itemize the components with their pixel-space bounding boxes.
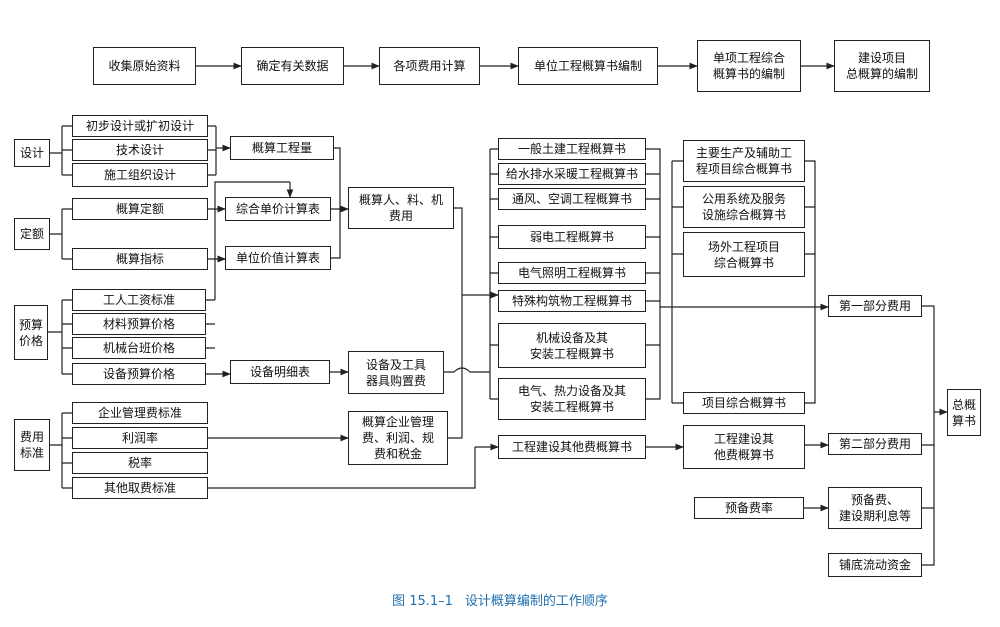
middle-engineering-quantity: 概算工程量	[230, 136, 334, 160]
group-design: 设计	[14, 139, 50, 167]
input-preliminary-design: 初步设计或扩初设计	[72, 115, 208, 137]
unit-book-lighting: 电气照明工程概算书	[498, 262, 646, 284]
comprehensive-public-system: 公用系统及服务 设施综合概算书	[683, 186, 805, 228]
other-fee-summary: 工程建设其 他费概算书	[683, 425, 805, 469]
middle-composite-unit-price: 综合单价计算表	[225, 197, 331, 221]
connector-line	[50, 125, 72, 176]
input-estimate-index: 概算指标	[72, 248, 208, 270]
top-step-determine-data: 确定有关数据	[241, 47, 344, 85]
working-capital: 铺底流动资金	[828, 553, 922, 577]
caption-title: 设计概算编制的工作顺序	[464, 594, 608, 609]
unit-book-electrical-thermal: 电气、热力设备及其 安装工程概算书	[498, 378, 646, 420]
top-step-total-budget: 建设项目 总概算的编制	[834, 40, 930, 92]
middle-equipment-purchase: 设备及工具 器具购置费	[348, 351, 444, 394]
unit-book-hvac: 通风、空调工程概算书	[498, 188, 646, 210]
connector-line	[50, 412, 72, 489]
part-two-cost: 第二部分费用	[828, 433, 922, 455]
input-material-price: 材料预算价格	[72, 313, 206, 335]
connector-line	[805, 160, 816, 404]
input-wage-standard: 工人工资标准	[72, 289, 206, 311]
top-step-single-budget: 单项工程综合 概算书的编制	[697, 40, 801, 92]
connector-line	[922, 305, 935, 566]
input-tax-rate: 税率	[72, 452, 208, 474]
input-construction-design: 施工组织设计	[72, 163, 208, 187]
unit-book-mechanical-equipment: 机械设备及其 安装工程概算书	[498, 323, 646, 368]
input-machine-price: 机械台班价格	[72, 337, 206, 359]
input-technical-design: 技术设计	[72, 139, 208, 161]
group-price: 预算 价格	[14, 305, 48, 360]
other-fee-book: 工程建设其他费概算书	[498, 435, 646, 459]
top-step-collect-data: 收集原始资料	[93, 47, 196, 85]
reserve-and-interest: 预备费、 建设期利息等	[828, 487, 922, 529]
connector-line	[208, 447, 476, 489]
unit-book-special-structure: 特殊构筑物工程概算书	[498, 290, 646, 312]
group-fee-standard: 费用 标准	[14, 419, 50, 471]
comprehensive-project: 项目综合概算书	[683, 392, 805, 414]
input-estimate-quota: 概算定额	[72, 198, 208, 220]
total-budget-book: 总概 算书	[947, 389, 981, 436]
connector-line	[922, 444, 934, 509]
connector-line	[444, 367, 490, 373]
connector-line	[448, 207, 463, 439]
input-other-fee: 其他取费标准	[72, 477, 208, 499]
caption-number: 图 15.1–1	[392, 594, 453, 609]
connector-line	[672, 160, 683, 404]
input-management-fee: 企业管理费标准	[72, 402, 208, 424]
group-quota: 定额	[14, 218, 50, 250]
connector-line	[646, 148, 661, 400]
connector-line	[805, 206, 815, 255]
connector-line	[206, 181, 290, 349]
comprehensive-offsite: 场外工程项目 综合概算书	[683, 232, 805, 277]
comprehensive-main-production: 主要生产及辅助工 程项目综合概算书	[683, 140, 805, 182]
connector-line	[646, 173, 660, 346]
unit-book-civil: 一般土建工程概算书	[498, 138, 646, 160]
connector-line	[208, 125, 217, 176]
part-one-cost: 第一部分费用	[828, 295, 922, 317]
connector-line	[48, 299, 72, 375]
unit-book-low-voltage: 弱电工程概算书	[498, 225, 646, 249]
middle-equipment-list: 设备明细表	[230, 360, 330, 384]
top-step-unit-budget: 单位工程概算书编制	[518, 47, 658, 85]
input-profit-rate: 利润率	[72, 427, 208, 449]
top-step-fee-calculation: 各项费用计算	[379, 47, 480, 85]
connector-line	[50, 208, 72, 260]
unit-book-plumbing-heating: 给水排水采暖工程概算书	[498, 163, 646, 185]
reserve-rate: 预备费率	[694, 497, 804, 519]
connector-line	[490, 148, 498, 400]
input-equipment-price: 设备预算价格	[72, 363, 206, 385]
middle-unit-value: 单位价值计算表	[225, 246, 331, 270]
middle-labor-material-machine: 概算人、料、机 费用	[348, 187, 454, 229]
middle-management-profit-tax: 概算企业管理 费、利润、规 费和税金	[348, 411, 448, 465]
connector-line	[331, 147, 341, 259]
figure-caption: 图 15.1–1 设计概算编制的工作顺序	[0, 590, 1000, 609]
